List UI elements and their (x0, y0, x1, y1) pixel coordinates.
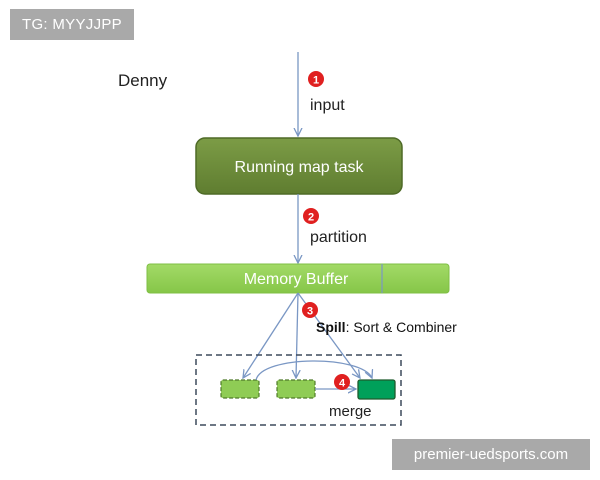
map-task-node: Running map task (195, 137, 403, 195)
spill-arrow-middle (296, 292, 298, 378)
partition-label: partition (310, 229, 367, 246)
spill-file-1 (220, 379, 260, 399)
spill-arrow-left (243, 292, 299, 378)
memory-buffer-node: Memory Buffer (146, 263, 450, 294)
step-2-badge: 2 (303, 208, 319, 224)
input-label: input (310, 97, 345, 114)
watermark-bottom: premier-uedsports.com (392, 439, 590, 470)
spill-file-2 (276, 379, 316, 399)
watermark-top: TG: MYYJJPP (10, 9, 134, 40)
map-task-label: Running map task (235, 159, 365, 176)
step-3-badge: 3 (302, 302, 318, 318)
step-2-number: 2 (308, 212, 314, 224)
merge-label: merge (329, 403, 372, 420)
memory-buffer-label: Memory Buffer (244, 271, 349, 288)
step-1-number: 1 (313, 75, 319, 87)
merge-arc-1 (255, 360, 372, 381)
step-1-badge: 1 (308, 71, 324, 87)
spill-label: Spill: Sort & Combiner (316, 319, 457, 335)
merged-file (357, 379, 396, 400)
spill-label-bold: Spill (316, 319, 346, 335)
author-label: Denny (118, 71, 168, 90)
spill-files-container (195, 354, 402, 426)
step-3-number: 3 (307, 306, 313, 318)
step-4-badge: 4 (334, 374, 350, 390)
step-4-number: 4 (339, 378, 346, 390)
spill-label-rest: : Sort & Combiner (346, 319, 458, 335)
